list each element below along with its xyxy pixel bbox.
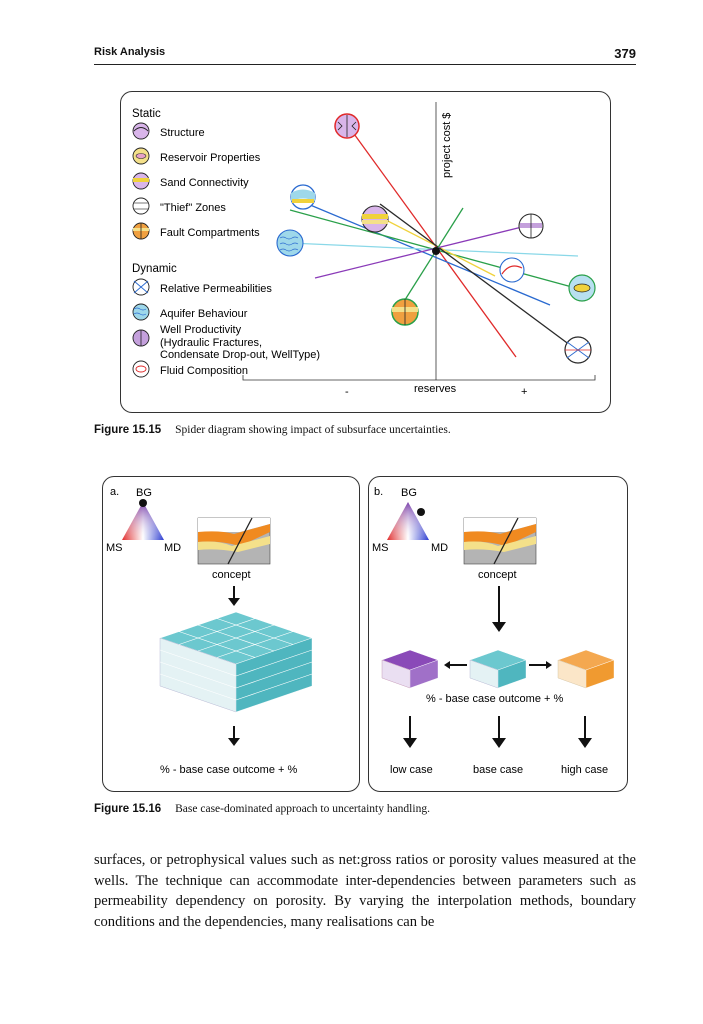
panel-a-md: MD: [164, 542, 181, 554]
legend-fluid-composition: Fluid Composition: [160, 365, 248, 377]
panel-b-low-case: low case: [390, 764, 433, 776]
static-heading: Static: [132, 108, 161, 120]
legend-sand-connectivity: Sand Connectivity: [160, 177, 249, 189]
legend-fault-compartments: Fault Compartments: [160, 227, 260, 239]
structure-endpoint-icon: [334, 113, 360, 139]
thief-zones-endpoint-icon: [518, 213, 544, 239]
figure-15-16-caption: Figure 15.16 Base case-dominated approach…: [94, 803, 430, 815]
legend-reservoir-properties: Reservoir Properties: [160, 152, 261, 164]
panel-b-bg: BG: [401, 487, 417, 499]
panel-a-concept: concept: [212, 569, 251, 581]
well-productivity-icon: [132, 329, 150, 347]
fault-compartments-endpoint-icon: [391, 298, 419, 326]
panel-a-letter: a.: [110, 486, 119, 498]
panel-b-base-case: base case: [473, 764, 523, 776]
panel-b-ternary-marker: [417, 508, 425, 516]
sand-connectivity-icon: [132, 172, 150, 190]
sand-connectivity-endpoint-icon: [568, 274, 596, 302]
structure-icon: [132, 122, 150, 140]
panel-a-arrow-1: [228, 586, 240, 606]
legend-well-productivity-line3: Condensate Drop-out, WellType): [160, 349, 320, 361]
panel-a-ternary-triangle: [122, 502, 164, 540]
page-number: 379: [614, 46, 636, 61]
panel-a-arrow-2: [228, 726, 240, 746]
fluid-composition-endpoint-icon: [499, 257, 525, 283]
relative-permeabilities-endpoint-icon: [290, 184, 316, 210]
fault-compartments-icon: [132, 222, 150, 240]
line-relative-permeabilities: [290, 196, 551, 306]
x-axis-minus: -: [345, 386, 349, 398]
legend-structure: Structure: [160, 127, 205, 139]
figure-15-16-label: Figure 15.16: [94, 803, 162, 815]
relative-permeabilities-icon: [132, 278, 150, 296]
panel-a-outcome: % - base case outcome + %: [160, 764, 297, 776]
panel-b-concept: concept: [478, 569, 517, 581]
panel-b-md: MD: [431, 542, 448, 554]
x-axis-bracket: [242, 375, 596, 381]
running-header-title: Risk Analysis: [94, 46, 166, 58]
reservoir-properties-icon: [132, 147, 150, 165]
legend-aquifer-behaviour: Aquifer Behaviour: [160, 308, 248, 320]
panel-a-ternary-marker: [139, 499, 147, 507]
x-axis-label: reserves: [414, 383, 457, 395]
header-rule: [94, 64, 636, 65]
thief-zones-icon: [132, 197, 150, 215]
y-axis-label: project cost $: [441, 113, 453, 178]
panel-b-arrow-high: [578, 716, 592, 748]
aquifer-behaviour-icon: [132, 303, 150, 321]
line-thief-zones: [379, 203, 579, 352]
spider-lines: [289, 126, 584, 358]
figure-15-15-caption-text: Spider diagram showing impact of subsurf…: [175, 424, 451, 436]
figure-15-15-label: Figure 15.15: [94, 424, 162, 436]
spider-diagram: Static Structure Reservoir Properties Sa…: [132, 102, 596, 398]
panel-b-concept-sketch: [463, 517, 537, 565]
panel-b-ternary-triangle: [387, 502, 429, 540]
line-well-productivity: [314, 224, 531, 279]
spider-center: [432, 247, 440, 255]
panel-b-arrow-low: [403, 716, 417, 748]
panel-b-arrow-base: [492, 716, 506, 748]
panel-a-ms: MS: [106, 542, 123, 554]
panel-b-ms: MS: [372, 542, 389, 554]
panel-a-concept-sketch: [197, 517, 271, 565]
spider-diagram-panel: [120, 91, 611, 413]
uncertainty-diagram: a. BG MS MD concept % - base case outcom…: [106, 486, 615, 776]
x-axis-plus: +: [521, 386, 527, 398]
panel-b-arrow-right: [529, 661, 552, 669]
aquifer-endpoint-icon: [276, 229, 304, 257]
figure-15-16-caption-text: Base case-dominated approach to uncertai…: [175, 803, 430, 815]
relperm-endpoint-icon: [564, 336, 592, 364]
line-sand-connectivity: [402, 207, 464, 304]
panel-b-low-model: [381, 649, 439, 689]
reservoir-properties-endpoint-icon: [361, 205, 389, 233]
legend-well-productivity: Well Productivity: [160, 324, 242, 336]
body-paragraph: surfaces, or petrophysical values such a…: [94, 852, 636, 930]
legend-well-productivity-line2: (Hydraulic Fractures,: [160, 337, 262, 349]
panel-b-high-model: [557, 649, 615, 689]
figure-15-15-caption: Figure 15.15 Spider diagram showing impac…: [94, 424, 451, 436]
panel-b-arrow-left: [444, 661, 467, 669]
legend-thief-zones: "Thief" Zones: [160, 202, 226, 214]
legend-relative-permeabilities: Relative Permeabilities: [160, 283, 272, 295]
panel-b-letter: b.: [374, 486, 383, 498]
panel-a-grid-model: [159, 611, 313, 713]
dynamic-heading: Dynamic: [132, 263, 177, 275]
fluid-composition-icon: [132, 360, 150, 378]
panel-b-high-case: high case: [561, 764, 608, 776]
panel-b-base-model: [469, 649, 527, 689]
panel-a-bg: BG: [136, 487, 152, 499]
line-structure: [348, 126, 517, 358]
panel-b-outcome: % - base case outcome + %: [426, 693, 563, 705]
panel-b-arrow-down: [492, 586, 506, 632]
